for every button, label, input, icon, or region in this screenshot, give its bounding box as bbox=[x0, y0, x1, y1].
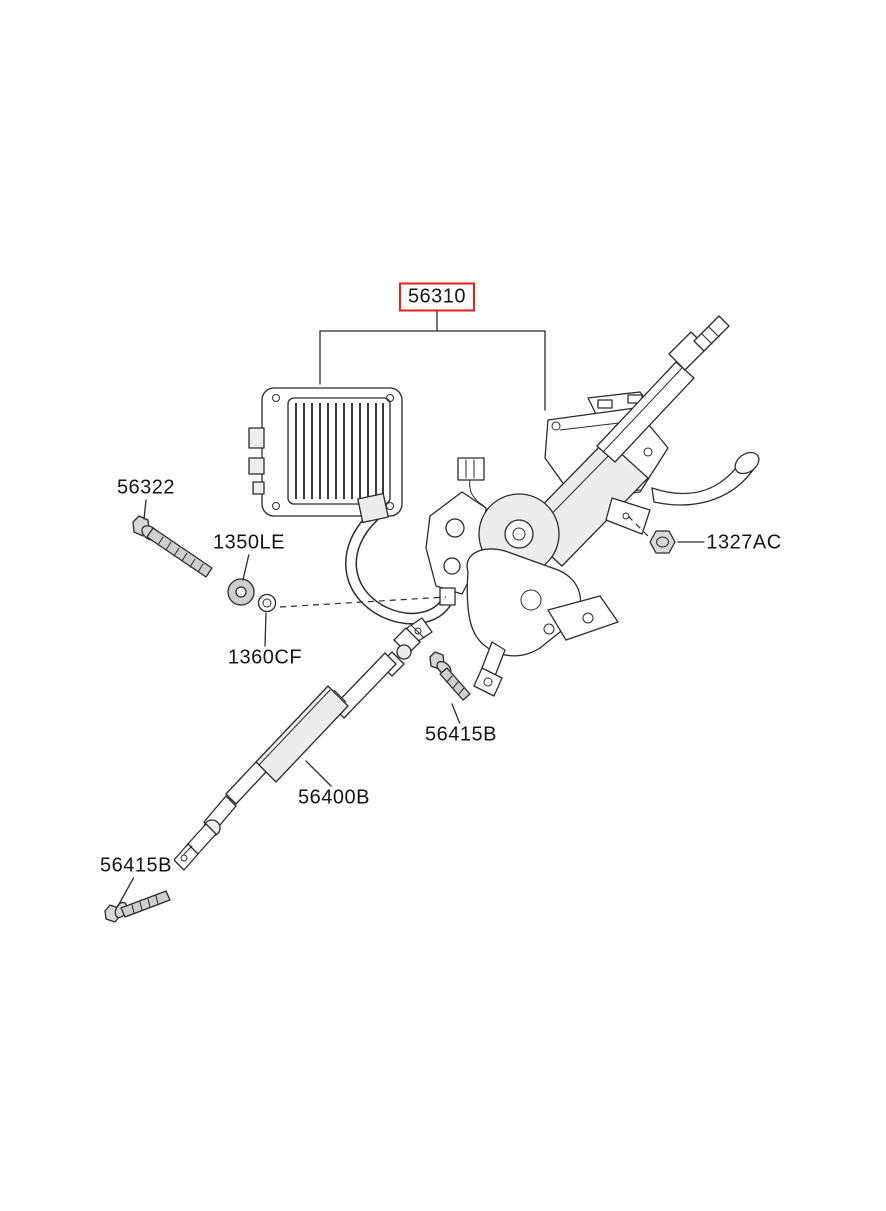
part-label-1327ac[interactable]: 1327AC bbox=[704, 531, 784, 555]
part-label-56415b-mid[interactable]: 56415B bbox=[423, 723, 499, 747]
intermediate-shaft-56400b bbox=[173, 617, 433, 871]
washer-1350le bbox=[227, 578, 255, 606]
part-label-56310-selected[interactable]: 56310 bbox=[398, 282, 476, 312]
bolt-56415b-lower bbox=[104, 890, 171, 923]
bolt-56322 bbox=[132, 515, 213, 578]
nut-1327ac bbox=[649, 530, 676, 554]
part-label-56322[interactable]: 56322 bbox=[114, 476, 178, 500]
part-label-1360cf[interactable]: 1360CF bbox=[225, 646, 305, 670]
part-label-1350le[interactable]: 1350LE bbox=[211, 531, 287, 555]
part-label-56415b-lower[interactable]: 56415B bbox=[98, 854, 174, 878]
steering-column-assembly bbox=[345, 315, 760, 697]
leader-56310 bbox=[319, 309, 546, 411]
bolt-56415b-mid bbox=[429, 651, 471, 701]
ecu-module bbox=[248, 387, 403, 517]
washer-1360cf bbox=[257, 593, 277, 613]
part-label-56400b[interactable]: 56400B bbox=[296, 786, 372, 810]
label-leader-lines bbox=[117, 499, 705, 907]
